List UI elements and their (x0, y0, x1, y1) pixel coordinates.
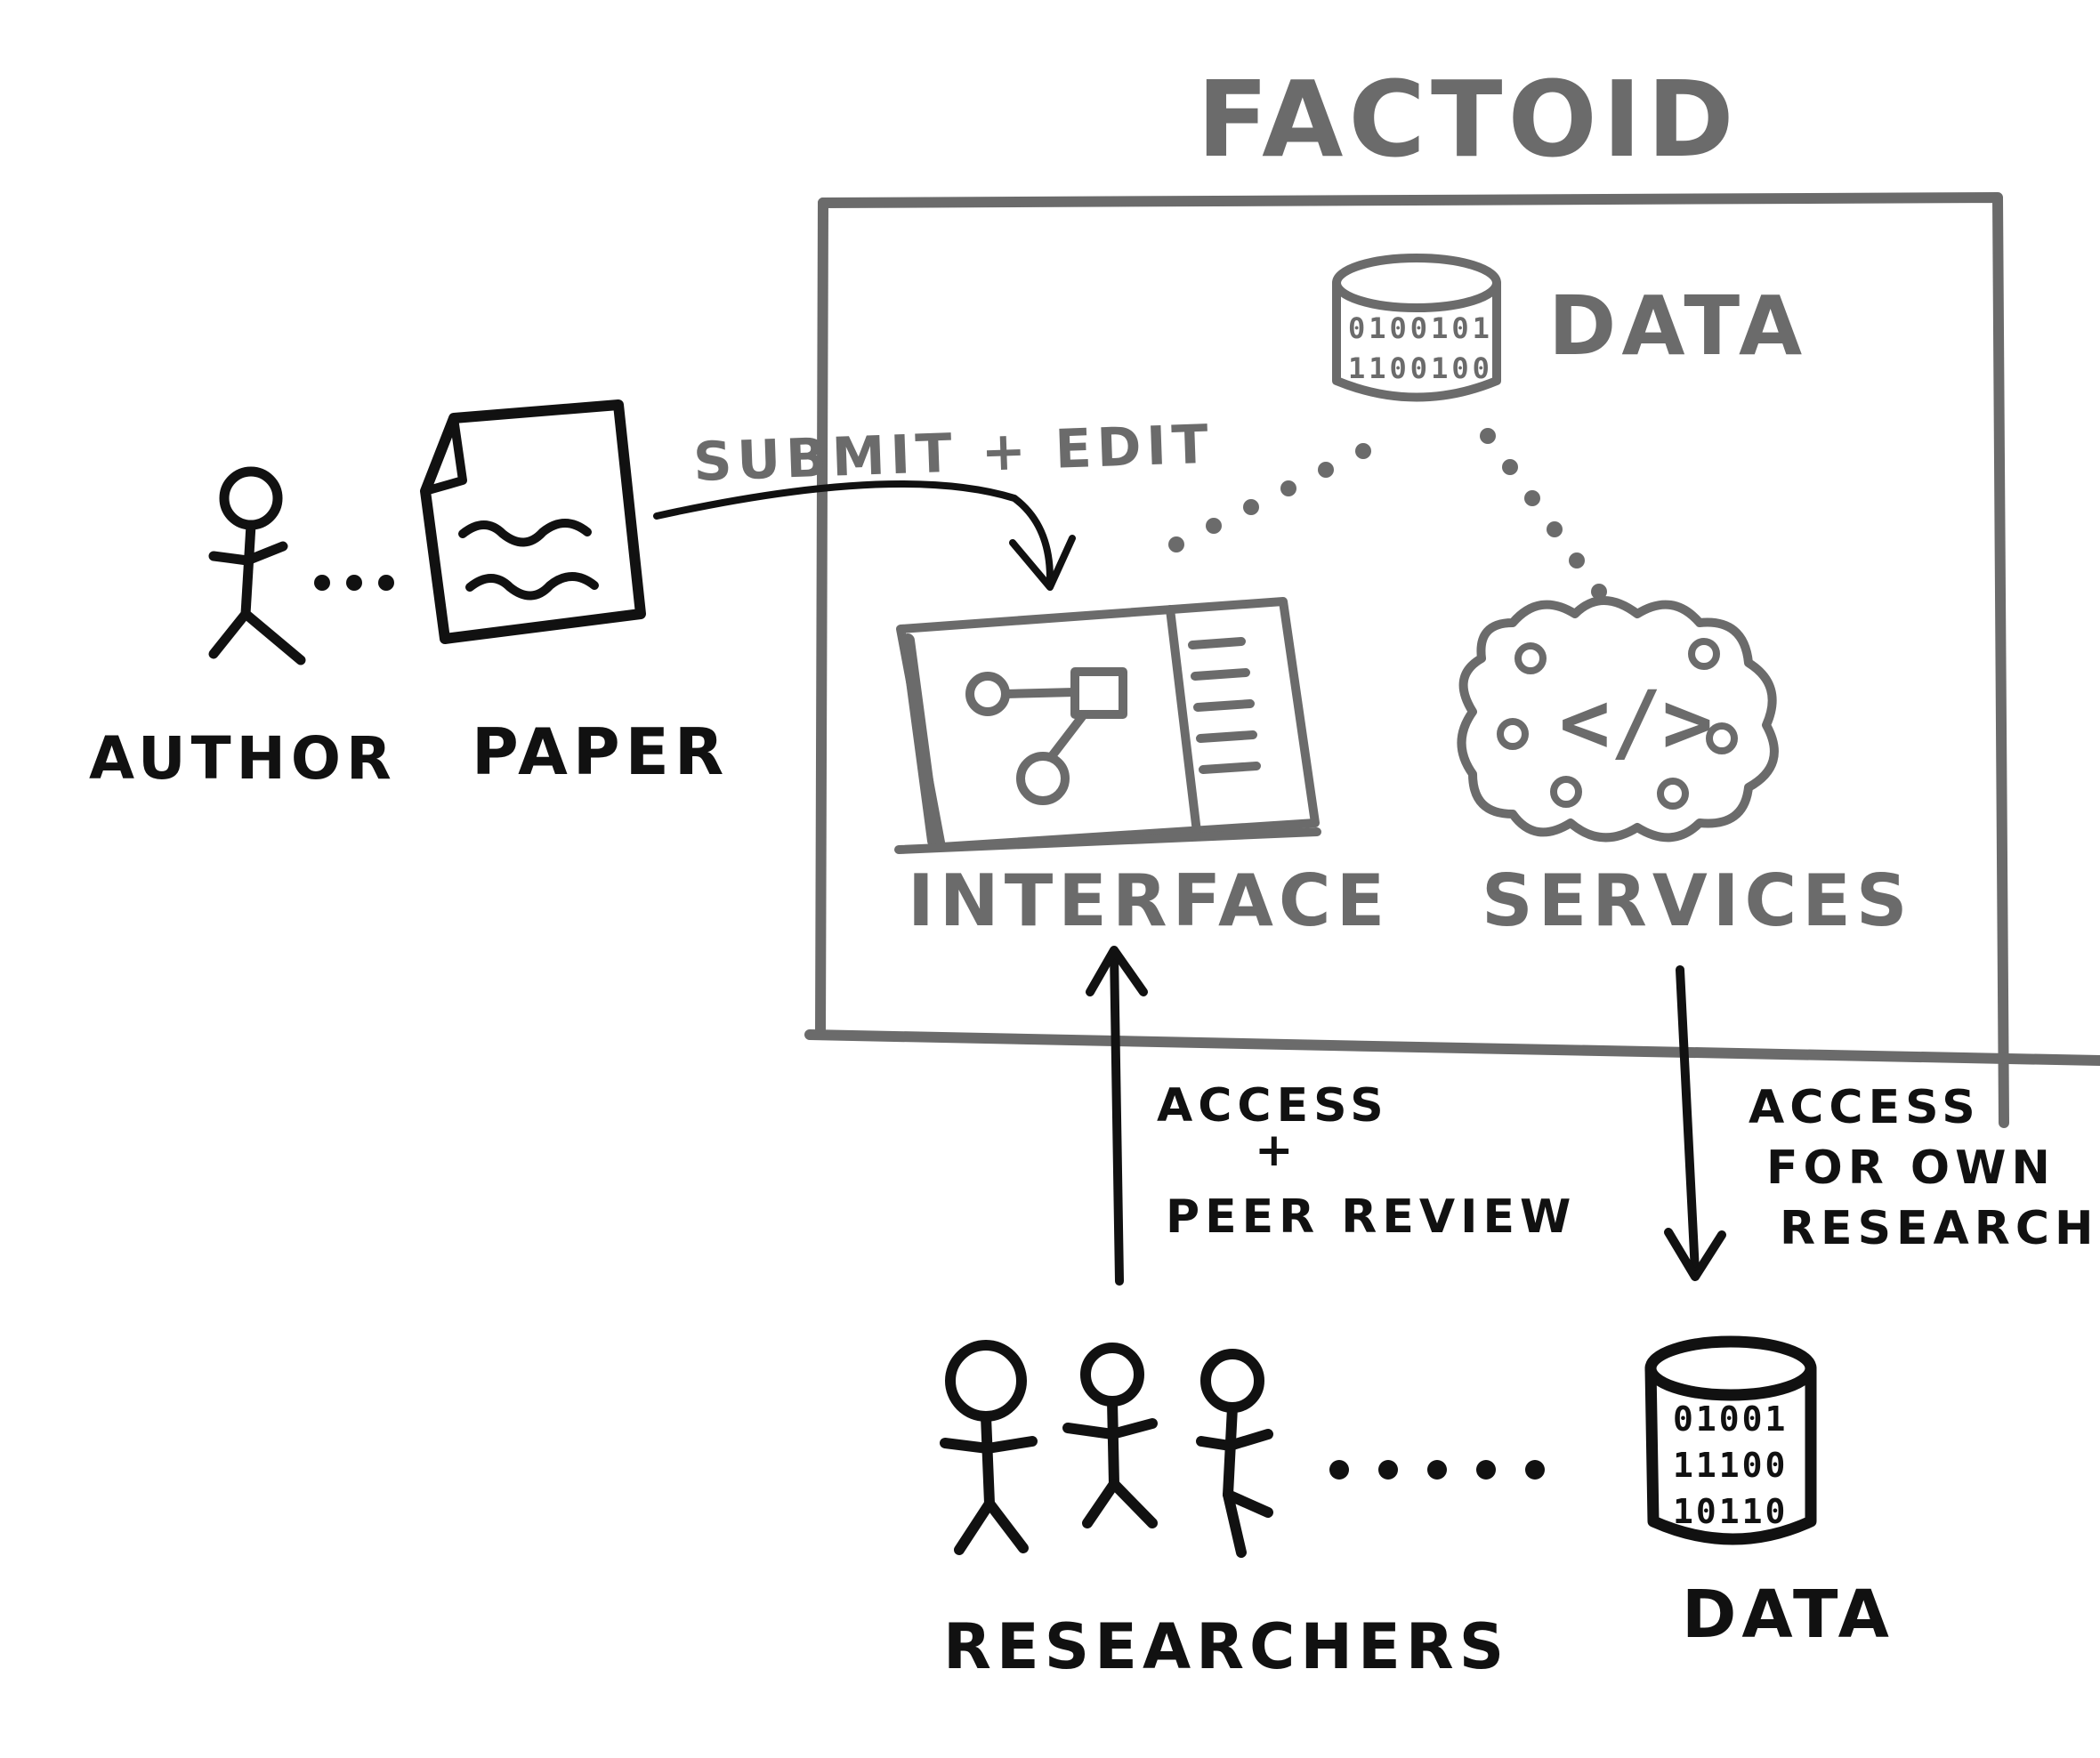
data-internal-label: DATA (1548, 278, 1807, 374)
data-external-label: DATA (1682, 1577, 1894, 1653)
svg-text:11100: 11100 (1673, 1446, 1788, 1485)
author-label: AUTHOR (89, 724, 397, 793)
researchers-label: RESEARCHERS (943, 1610, 1509, 1683)
submit-edit-label: SUBMIT + EDIT (692, 414, 1215, 494)
author-paper-link (314, 575, 394, 591)
code-brackets-icon: </> (1559, 673, 1713, 772)
paper-label: PAPER (472, 714, 729, 789)
access-peer-line-2: + (1255, 1124, 1299, 1177)
researchers-stick-figures-icon (940, 1340, 1273, 1558)
access-own-arrow (1664, 965, 1726, 1281)
access-own-line-2: FOR OWN (1766, 1141, 2056, 1195)
external-database-icon: 01001 11100 10110 (1644, 1335, 1817, 1545)
researchers-data-link (1329, 1460, 1545, 1480)
paper-document-icon (420, 399, 646, 644)
access-peer-line-1: ACCESS (1157, 1079, 1389, 1133)
data-services-link (1480, 428, 1607, 600)
svg-text:01001: 01001 (1673, 1399, 1788, 1439)
interface-window-icon (894, 597, 1321, 854)
svg-text:1100100: 1100100 (1348, 351, 1493, 385)
data-interface-link (1168, 443, 1371, 552)
submit-edit-arrow (653, 480, 1076, 591)
access-own-line-3: RESEARCH (1780, 1202, 2099, 1255)
access-peer-arrow (1086, 946, 1148, 1286)
author-stick-figure-icon (208, 466, 306, 665)
access-peer-line-3: PEER REVIEW (1166, 1190, 1576, 1244)
factoid-box (804, 192, 2100, 1128)
factoid-title: FACTOID (1197, 58, 1740, 181)
svg-text:10110: 10110 (1673, 1492, 1788, 1531)
services-label: SERVICES (1482, 859, 1913, 942)
access-own-line-1: ACCESS (1749, 1081, 1981, 1134)
svg-text:0100101: 0100101 (1348, 311, 1493, 345)
interface-label: INTERFACE (908, 859, 1390, 942)
services-cloud-icon: </> (1457, 596, 1779, 843)
database-icon: 0100101 1100100 (1332, 254, 1501, 402)
